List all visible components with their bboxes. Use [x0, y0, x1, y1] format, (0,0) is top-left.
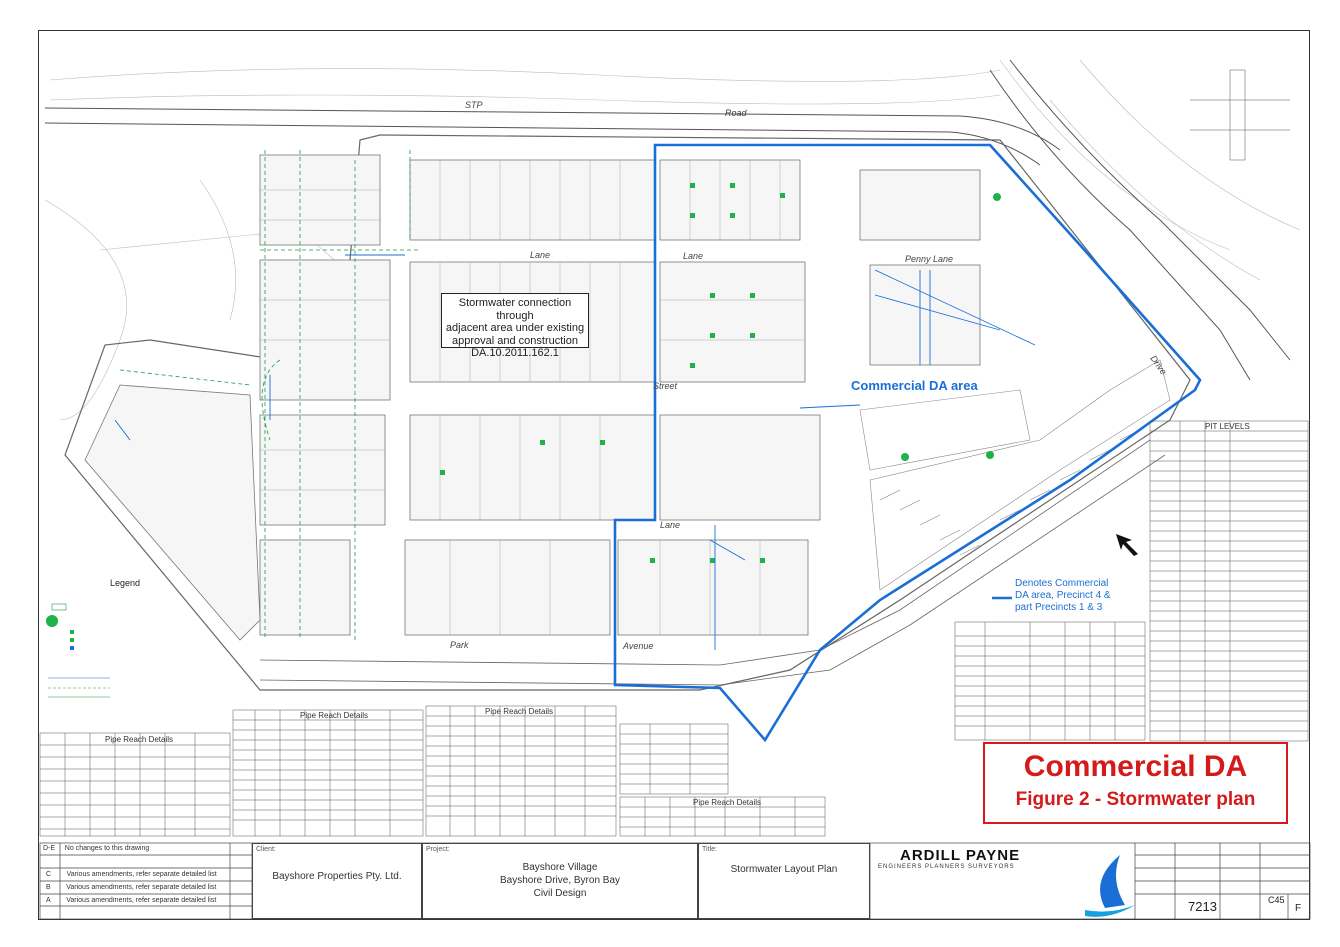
commercial-da-title-box: Commercial DA Figure 2 - Stormwater plan	[983, 742, 1288, 824]
denotes-line-2: DA area, Precinct 4 &	[1015, 590, 1111, 601]
revision-code: D-E	[43, 845, 56, 852]
revision-description: Various amendments, refer separate detai…	[66, 897, 217, 904]
proposed-stormwater	[114, 254, 1036, 650]
pipe-reach-table-2-title: Pipe Reach Details	[300, 711, 369, 720]
commercial-area-label: Commercial DA area	[851, 378, 978, 393]
road-label-stp: STP	[465, 100, 483, 110]
revision-row-1: D-E No changes to this drawing	[43, 845, 149, 852]
lot-blocks	[84, 154, 981, 641]
pipe-reach-table-1-title: Pipe Reach Details	[105, 735, 174, 744]
revision-description: Various amendments, refer separate detai…	[66, 871, 217, 878]
revision-description: Various amendments, refer separate detai…	[66, 884, 217, 891]
pipe-reach-table-4-title: Pipe Reach Details	[693, 798, 762, 807]
road-label-park: Park	[450, 640, 469, 650]
road-label-road: Road	[725, 108, 747, 118]
road-label-lane-south: Lane	[660, 520, 681, 530]
project-line-3: Civil Design	[533, 888, 587, 899]
job-number: 7213	[1188, 899, 1217, 914]
parking-rows	[859, 359, 1171, 591]
company-tagline: ENGINEERS PLANNERS SURVEYORS	[878, 864, 1015, 870]
project-cell: Project: Bayshore Village Bayshore Drive…	[422, 843, 698, 919]
note-line-1: Stormwater connection through	[458, 297, 572, 322]
project-line-2: Bayshore Drive, Byron Bay	[499, 875, 621, 886]
existing-stormwater	[119, 150, 420, 640]
denotes-line-1: Denotes Commercial	[1015, 578, 1109, 589]
pit-levels-title: PIT LEVELS	[1205, 422, 1250, 431]
revision-letter: F	[1295, 903, 1302, 914]
commercial-da-boundary	[613, 143, 1202, 743]
drawing-number: C45	[1268, 895, 1285, 905]
company-name: ARDILL PAYNE	[900, 847, 1021, 864]
bayshore-drive	[989, 59, 1291, 381]
drawing-sheet	[38, 30, 1310, 920]
stp-road	[44, 107, 1061, 166]
road-label-street: Street	[653, 381, 678, 391]
legend-title: Legend	[109, 578, 141, 588]
legend-symbols	[46, 596, 1012, 698]
commercial-da-title: Commercial DA	[1023, 750, 1248, 783]
note-line-3: approval and construction	[452, 334, 578, 347]
project-line-1: Bayshore Village	[522, 862, 598, 873]
client-cell: Client: Bayshore Properties Pty. Ltd.	[252, 843, 422, 919]
stormwater-connection-note: Stormwater connection through adjacent a…	[441, 293, 589, 359]
revision-row-4: A Various amendments, refer separate det…	[46, 897, 216, 904]
client-name: Bayshore Properties Pty. Ltd.	[272, 871, 402, 882]
company-logo-icon	[1085, 855, 1135, 917]
revision-row-2: C Various amendments, refer separate det…	[46, 871, 217, 878]
road-label-lane-east: Lane	[683, 251, 704, 261]
project-label: Project:	[426, 846, 450, 853]
title-cell: Title: Stormwater Layout Plan	[698, 843, 870, 919]
legend: Legend	[40, 578, 210, 703]
revision-description: No changes to this drawing	[64, 845, 150, 852]
client-label: Client:	[256, 846, 276, 853]
revision-code: C	[46, 871, 52, 878]
revision-row-3: B Various amendments, refer separate det…	[46, 884, 216, 891]
revision-code: B	[46, 884, 51, 891]
pipe-reach-table-3-title: Pipe Reach Details	[485, 707, 554, 716]
drawing-title: Stormwater Layout Plan	[730, 864, 838, 875]
data-tables	[39, 69, 1309, 837]
north-arrow-icon	[1116, 534, 1138, 556]
road-label-avenue: Avenue	[623, 641, 654, 651]
figure-caption: Figure 2 - Stormwater plan	[1015, 789, 1256, 810]
road-label-lane-west: Lane	[530, 250, 551, 260]
revision-code: A	[46, 897, 51, 904]
denotes-line-3: part Precincts 1 & 3	[1015, 602, 1103, 613]
note-line-4: DA.10.2011.162.1	[471, 347, 559, 359]
title-label: Title:	[702, 846, 717, 853]
road-label-penny-lane: Penny Lane	[905, 254, 954, 264]
green-pits	[440, 183, 1001, 563]
note-line-2: adjacent area under existing	[445, 322, 585, 334]
denotes-commercial-note: Denotes Commercial DA area, Precinct 4 &…	[1015, 578, 1145, 614]
